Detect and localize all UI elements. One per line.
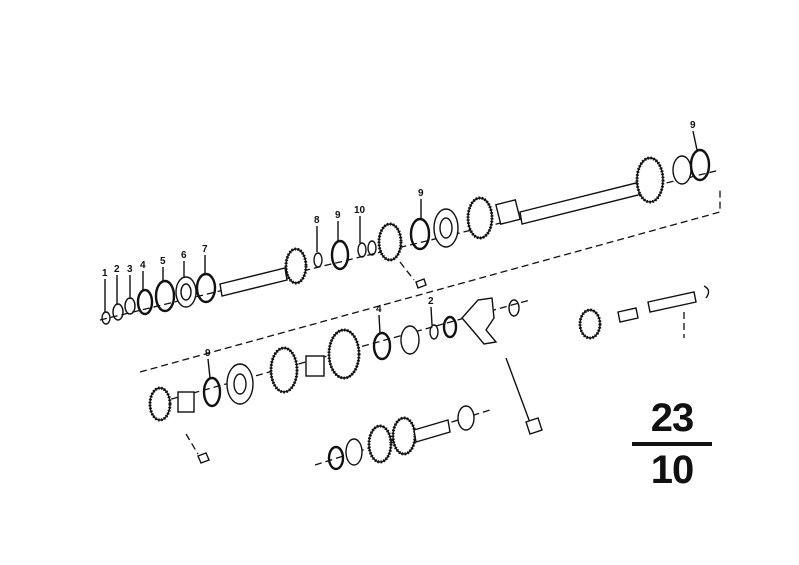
idler-clip [703,285,710,299]
bearing-6-inner [180,283,192,301]
ring-7 [195,272,217,304]
key-lower [197,452,210,464]
gear-upper-2-teeth [466,196,494,240]
callout-9b: 9 [418,188,424,199]
ring-5 [154,279,176,313]
leader-9d [207,358,211,379]
reverse-idler-assembly [578,285,710,340]
washer-8 [313,252,323,268]
bottom-shaft [413,419,451,443]
callout-10: 10 [354,205,366,216]
ring-4 [136,288,154,316]
group-code-sub: 10 [650,448,695,492]
bottom-bearing-2 [457,405,475,431]
leader-4b [378,314,381,334]
input-shaft [519,181,643,225]
washer-10b [367,240,377,256]
callout-8: 8 [314,215,320,226]
gear-lower-3-teeth [269,346,299,394]
countershaft-assembly [148,297,543,464]
leader-2b [430,306,433,326]
synchro-ring-9c [689,148,711,182]
washer-2b [429,324,439,340]
output-shaft [219,267,288,297]
gear-lower-2 [226,363,254,405]
callout-7: 7 [202,244,208,255]
gear-lower-2-inner [233,373,247,395]
woodruff-key [415,278,427,289]
group-code-main: 23 [650,396,695,440]
callout-4b: 4 [376,304,382,315]
callout-6: 6 [181,250,187,261]
input-gear-teeth [635,156,665,204]
bearing-input [672,155,692,185]
gear-lower-1 [149,387,171,421]
callout-2a: 2 [114,264,120,275]
ring-3 [124,297,136,315]
group-code: 23 10 [630,396,714,492]
callout-4a: 4 [140,260,146,271]
key-leader [399,261,415,281]
group-code-divider [632,442,712,446]
bearing-lower [400,325,420,355]
gear-lower-1-teeth [148,386,172,422]
bottom-gear-assembly [327,405,475,471]
lower-axis-line [139,190,721,373]
callout-5: 5 [160,256,166,267]
synchro-ring-9 [330,239,350,271]
gear-lower-4-teeth [327,328,361,380]
callout-3: 3 [127,264,133,275]
idler-shaft [647,291,697,313]
bearing-6 [175,276,197,308]
fork-washer [508,299,520,317]
leader-9c [692,130,698,151]
shift-rod-head [525,417,543,435]
idler-gear-teeth [578,308,602,340]
shaft-gear-teeth [284,247,308,285]
shift-rod [505,357,533,429]
callout-9a: 9 [335,210,341,221]
bottom-bearing [345,438,363,466]
ring-10 [357,242,367,258]
key-lower-leader [185,433,199,455]
needle-cage [305,355,325,377]
gear-upper-1-teeth [377,222,403,262]
callout-1: 1 [102,268,108,279]
circlip-1 [101,311,111,325]
ring-lower [442,315,458,339]
spline-hub [495,199,521,225]
bottom-gear-1-teeth [367,424,393,464]
synchro-ring-9b [409,217,431,251]
bottom-ring-1 [327,445,345,471]
main-shaft-assembly [101,148,711,325]
sleeve-inner [439,217,453,239]
synchro-ring-9d [202,376,222,408]
shift-fork [461,297,498,345]
ring-4b [372,331,392,361]
idler-bushing [617,307,639,323]
needle-bearing [177,391,195,413]
callout-9c: 9 [690,120,696,131]
callout-2b: 2 [428,296,434,307]
callout-9d: 9 [205,348,211,359]
washer-2 [112,303,124,321]
sleeve [433,208,459,248]
